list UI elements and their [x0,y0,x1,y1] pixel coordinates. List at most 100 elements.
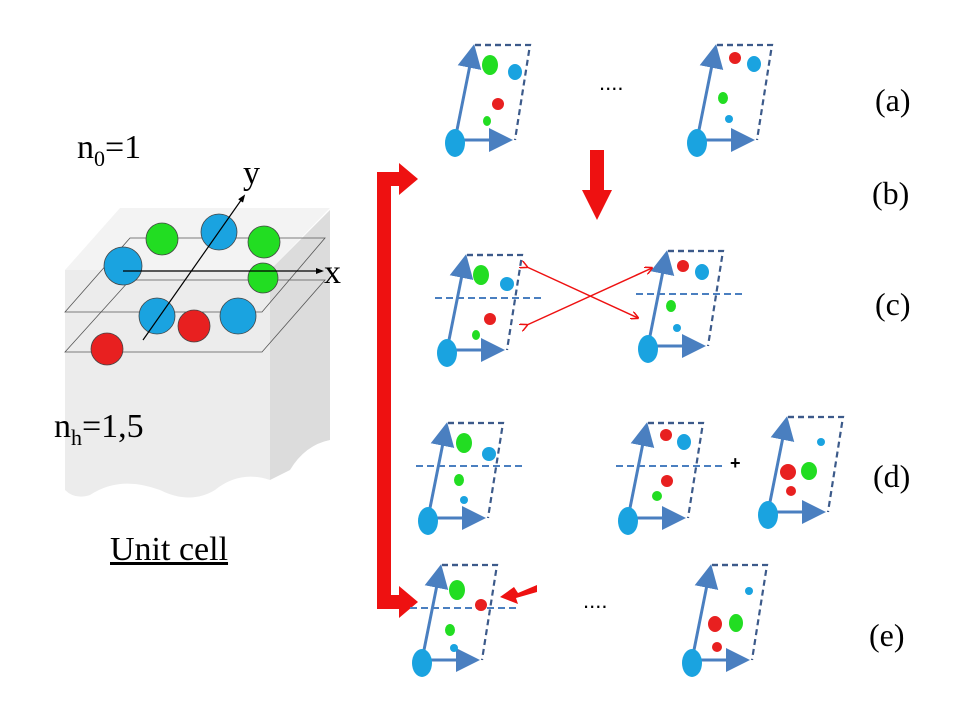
cell-particle-b-0 [745,587,753,595]
cell-particle-g-2 [718,92,728,104]
unit-cell-axes [123,194,324,341]
cell-panel-a1 [445,43,532,157]
cell-particle-b-1 [482,447,496,461]
row-label-d: (d) [873,458,911,494]
lattice-vector-a [690,564,719,661]
red-bracket-arrow [377,163,418,618]
cell-particle-b-0 [817,438,825,446]
cell-dashed-edge [788,415,845,513]
bracket-top-head [399,163,418,195]
lower-plane [64,279,326,353]
row-label-a: (a) [875,82,911,118]
cell-particle-g-3 [483,116,491,126]
origin-particle [437,339,457,367]
y-axis-line [142,194,246,341]
cell-particle-r-2 [492,98,504,110]
bracket-bottom-head [399,586,418,618]
down-arrow [582,150,612,220]
cell-particle-g-3 [652,491,662,501]
ellipsis-a: .... [599,70,624,95]
cell-panel-e2 [682,563,769,677]
plus-sign: + [730,453,741,473]
cell-dashed-edge [467,253,524,351]
uc-blue-2 [103,246,143,286]
cell-particle-r-1 [708,616,722,632]
lattice-vector-a [426,422,455,519]
cell-particle-b-3 [673,324,681,332]
uc-red-1 [177,309,211,343]
origin-particle [412,649,432,677]
swap-arrow-1 [527,267,638,318]
cell-panel-c1 [435,253,542,367]
origin-particle [445,129,465,157]
uc-red-2 [90,332,124,366]
swap-arrows [527,267,652,325]
lattice-vector-a [695,44,724,141]
cell-particle-g-2 [666,300,676,312]
cell-particle-r-2 [661,475,673,487]
ellipsis-e: .... [583,588,608,613]
cell-particle-r-0 [729,52,741,64]
swap-arrow-2 [527,268,652,325]
cell-dashed-edge [717,43,774,141]
y-axis-label: y [243,155,260,192]
cell-particle-b-1 [508,64,522,80]
cell-panel-a2 [687,43,774,157]
n0-label: n0=1 [77,129,142,171]
cell-particle-r-2 [484,313,496,325]
uc-blue-3 [138,297,176,335]
cell-particle-b-3 [725,115,733,123]
cell-particle-g-0 [456,433,472,453]
cell-particle-g-2 [801,462,817,480]
unit-cell-panels [410,43,845,677]
block-front-face [65,270,270,498]
cell-particle-r-1 [475,599,487,611]
cell-particle-g-2 [729,614,743,632]
bracket-vertical [377,172,391,609]
uc-green-2 [247,225,281,259]
cell-particle-b-1 [747,56,761,72]
row-label-b: (b) [872,175,910,211]
cell-particle-g-0 [449,580,465,600]
origin-particle [758,501,778,529]
nh-label: nh=1,5 [54,408,144,450]
cell-particle-r-1 [780,464,796,480]
uc-blue-4 [219,297,257,335]
origin-particle [638,335,658,363]
row-label-c: (c) [875,286,911,322]
cell-particle-r-0 [660,429,672,441]
origin-particle [682,649,702,677]
cell-dashed-edge [442,563,499,661]
cell-particle-g-0 [473,265,489,285]
cell-particle-g-3 [472,330,480,340]
cell-particle-r-3 [786,486,796,496]
cell-panel-d3 [758,415,845,529]
cell-particle-g-2 [454,474,464,486]
cell-dashed-edge [712,563,769,661]
origin-particle [418,507,438,535]
origin-particle [687,129,707,157]
cell-particle-b-1 [695,264,709,280]
cell-panel-d2 [616,421,723,535]
lattice-vector-a [445,254,474,351]
row-label-e: (e) [869,617,905,653]
cell-panel-e1 [410,563,517,677]
cell-particle-r-0 [677,260,689,272]
cell-panel-c2 [636,249,743,363]
uc-green-1 [145,222,179,256]
cell-particle-b-1 [500,277,514,291]
cell-panel-d1 [416,421,523,535]
cell-particle-r-3 [712,642,722,652]
lattice-vector-a [646,250,675,347]
block-right-face [270,210,330,480]
origin-particle [618,507,638,535]
lattice-vector-a [453,44,482,141]
bracket-bottom-bar [377,595,401,609]
lattice-vector-a [420,564,449,661]
cell-particle-b-3 [450,644,458,652]
cell-dashed-edge [668,249,725,347]
x-axis-label: x [324,254,341,291]
cell-particle-g-2 [445,624,455,636]
